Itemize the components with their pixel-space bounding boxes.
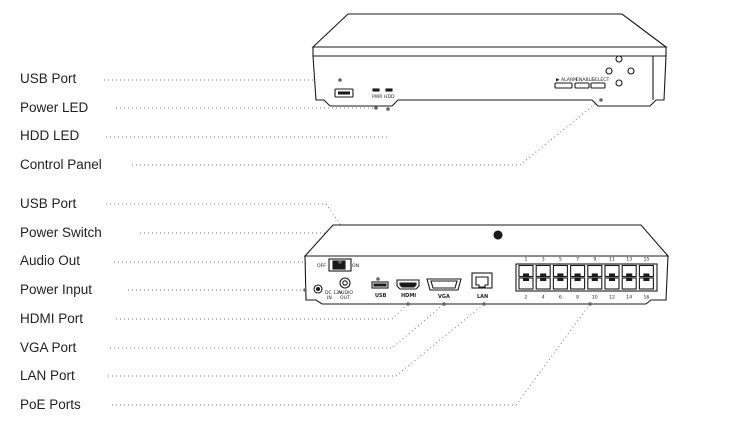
poe-port-10 xyxy=(587,277,603,290)
poe-port-14 xyxy=(621,277,637,290)
nav-left xyxy=(605,67,613,75)
hdd-led xyxy=(385,88,393,92)
label-rear-usb-port: USB Port xyxy=(20,196,77,211)
power-switch: OFF ON xyxy=(317,258,359,272)
front-dots xyxy=(338,78,603,111)
poe-port-number: 14 xyxy=(626,295,632,301)
label-poe-ports: PoE Ports xyxy=(20,397,81,412)
power-input: DC 12V IN xyxy=(313,284,343,301)
poe-port-number: 6 xyxy=(559,295,562,301)
nav-right xyxy=(627,67,635,75)
poe-port-number: 15 xyxy=(643,257,649,263)
poe-port-13 xyxy=(621,264,637,278)
svg-text:USB: USB xyxy=(375,293,387,299)
label-hdmi-port: HDMI Port xyxy=(20,311,84,326)
nav-up xyxy=(615,55,623,63)
poe-port-number: 9 xyxy=(593,257,596,263)
svg-text:AUDIO: AUDIO xyxy=(338,290,353,296)
svg-text:▶ ALARM: ▶ ALARM xyxy=(556,77,577,83)
poe-port-2 xyxy=(518,277,534,290)
svg-text:IN: IN xyxy=(327,295,332,301)
svg-text:ENABLE: ENABLE xyxy=(576,77,594,83)
poe-ports xyxy=(518,264,654,290)
control-panel: ▶ ALARM ENABLE SELECT xyxy=(554,55,635,89)
lan-port: LAN xyxy=(471,272,493,300)
poe-port-number: 10 xyxy=(592,295,598,301)
pwr-text: PWR xyxy=(372,94,383,100)
leader-poe xyxy=(112,303,591,406)
poe-port-12 xyxy=(604,277,620,290)
poe-port-number: 1 xyxy=(525,257,528,263)
front-top-face xyxy=(311,13,668,48)
label-power-input: Power Input xyxy=(20,282,93,297)
label-audio-out: Audio Out xyxy=(20,253,81,268)
svg-text:SELECT: SELECT xyxy=(592,77,609,83)
poe-port-16 xyxy=(638,277,654,290)
svg-text:VGA: VGA xyxy=(438,294,450,300)
rear-dots xyxy=(303,260,592,306)
svg-text:ON: ON xyxy=(352,263,359,269)
poe-port-3 xyxy=(535,264,551,278)
svg-text:OUT: OUT xyxy=(340,295,350,301)
front-lip xyxy=(312,46,667,57)
poe-port-number: 12 xyxy=(609,295,615,301)
label-lan-port: LAN Port xyxy=(20,368,75,383)
poe-port-number: 8 xyxy=(576,295,579,301)
poe-port-number: 4 xyxy=(542,295,545,301)
poe-port-number: 13 xyxy=(626,257,632,263)
svg-text:HDMI: HDMI xyxy=(401,293,416,299)
poe-port-number: 3 xyxy=(542,257,545,263)
poe-port-15 xyxy=(638,264,654,278)
audio-out: AUDIO OUT xyxy=(338,277,353,301)
poe-port-number: 5 xyxy=(559,257,562,263)
svg-text:LAN: LAN xyxy=(477,294,488,300)
label-control-panel: Control Panel xyxy=(20,157,102,172)
power-led xyxy=(372,88,380,92)
vga-port: VGA xyxy=(426,278,462,300)
nav-down xyxy=(615,79,623,87)
leader-hdmi xyxy=(116,303,409,320)
poe-port-11 xyxy=(604,264,620,278)
label-hdd-led: HDD LED xyxy=(20,128,80,143)
poe-port-number: 11 xyxy=(609,257,615,263)
svg-text:OFF: OFF xyxy=(317,263,326,269)
front-face xyxy=(312,55,667,107)
rear-top-face xyxy=(303,224,670,257)
poe-port-4 xyxy=(535,277,551,290)
poe-port-6 xyxy=(552,277,568,290)
poe-port-number: 7 xyxy=(576,257,579,263)
leader-control-panel xyxy=(132,99,601,166)
svg-text:DC 12V: DC 12V xyxy=(325,290,343,296)
label-power-switch: Power Switch xyxy=(20,225,102,240)
rear-usb-port: USB xyxy=(371,281,389,299)
poe-port-number: 16 xyxy=(643,295,649,301)
rear-screw xyxy=(493,230,503,240)
leader-vga xyxy=(110,303,445,349)
poe-port-9 xyxy=(587,264,603,278)
hdd-text: HDD xyxy=(384,94,395,100)
front-nvr: PWR HDD ▶ ALARM ENABLE SELECT xyxy=(311,13,668,107)
rear-nvr: OFF ON DC 12V IN AUDIO OUT USB xyxy=(303,224,670,305)
poe-port-number: 2 xyxy=(525,295,528,301)
hdmi-port: HDMI xyxy=(396,279,420,299)
poe-port-5 xyxy=(552,264,568,278)
poe-port-8 xyxy=(570,277,586,290)
poe-port-1 xyxy=(518,264,534,278)
label-front-usb-port: USB Port xyxy=(20,71,77,86)
poe-port-7 xyxy=(570,264,586,278)
label-power-led: Power LED xyxy=(20,100,89,115)
leader-power-switch xyxy=(140,232,341,263)
leader-lan xyxy=(108,303,485,377)
label-vga-port: VGA Port xyxy=(20,340,77,355)
